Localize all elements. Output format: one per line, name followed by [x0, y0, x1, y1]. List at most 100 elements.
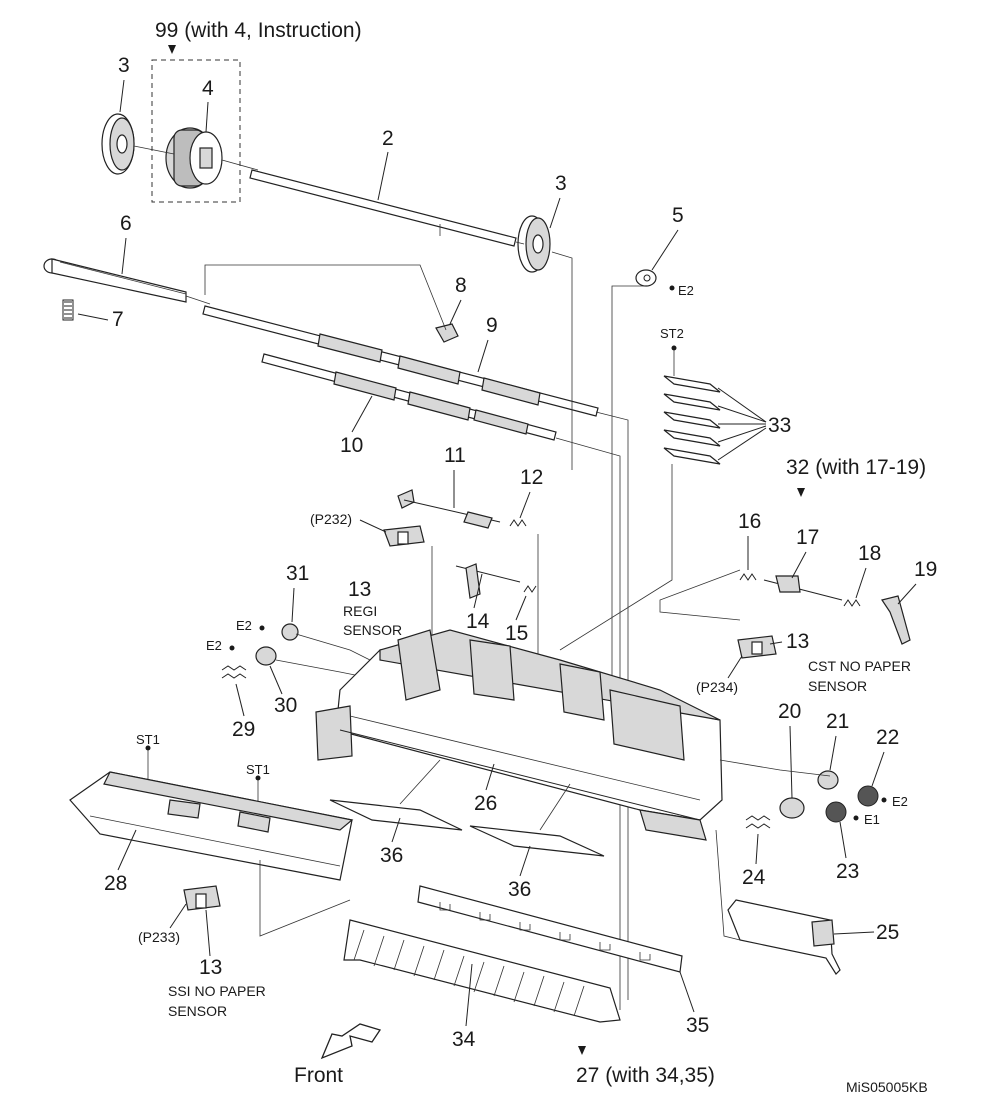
group-27-pointer — [578, 1046, 586, 1055]
part-30-gear — [229, 645, 277, 666]
label-9: 9 — [486, 314, 498, 337]
label-13-ssi: 13 — [199, 956, 222, 979]
label-28: 28 — [104, 872, 127, 895]
label-5: 5 — [672, 204, 684, 227]
label-33: 33 — [768, 414, 791, 437]
label-18: 18 — [858, 542, 881, 565]
label-31: 31 — [286, 562, 309, 585]
connector-p233: (P233) — [138, 929, 180, 945]
part-36-film-right — [469, 825, 605, 857]
clip-e2-31: E2 — [236, 618, 252, 633]
label-23: 23 — [836, 860, 859, 883]
label-8: 8 — [455, 274, 467, 297]
label-24: 24 — [742, 866, 766, 889]
part-13-ssi-sensor — [183, 885, 221, 911]
clip-st1-left: ST1 — [136, 732, 160, 747]
part-20-gear — [779, 797, 805, 819]
part-16-spring — [739, 573, 757, 581]
label-7: 7 — [112, 308, 124, 331]
label-20: 20 — [778, 700, 801, 723]
part-12-spring — [509, 519, 527, 527]
label-36-left: 36 — [380, 844, 403, 867]
group-32-pointer — [797, 488, 805, 497]
group-99-box — [151, 59, 241, 203]
part-11-actuator-shaft — [397, 489, 501, 529]
part-3-roller-left — [101, 113, 135, 175]
front-arrow-icon — [320, 1023, 382, 1060]
label-26: 26 — [474, 792, 497, 815]
part-15-spring — [523, 585, 537, 593]
label-10: 10 — [340, 434, 363, 457]
front-label: Front — [294, 1064, 343, 1087]
group-99-label: 99 (with 4, Instruction) — [155, 19, 362, 42]
part-33-plates — [663, 375, 721, 465]
label-12: 12 — [520, 466, 543, 489]
part-28-guide — [69, 771, 354, 881]
sensor-cst-line2: SENSOR — [808, 678, 867, 694]
group-32-label: 32 (with 17-19) — [786, 456, 926, 479]
clip-e2-5: E2 — [678, 283, 694, 298]
clip-e1-23: E1 — [864, 812, 880, 827]
figure-code: MiS05005KB — [846, 1079, 928, 1095]
part-2-shaft — [249, 169, 517, 247]
label-19: 19 — [914, 558, 937, 581]
part-22-roller — [857, 785, 887, 807]
group-99-pointer — [168, 45, 176, 54]
part-14-actuator — [455, 563, 521, 599]
part-36-film-left — [329, 799, 463, 831]
part-34-chute — [343, 919, 621, 1023]
label-6: 6 — [120, 212, 132, 235]
part-21-bushing — [817, 770, 839, 790]
clip-st1-right: ST1 — [246, 762, 270, 777]
part-6-bar — [43, 258, 187, 303]
group-27-label: 27 (with 34,35) — [576, 1064, 715, 1087]
part-10-shaft — [261, 353, 557, 441]
label-22: 22 — [876, 726, 899, 749]
label-11: 11 — [444, 444, 466, 467]
part-26-frame — [315, 629, 723, 841]
part-17-shaft — [763, 575, 843, 601]
label-4: 4 — [202, 77, 214, 100]
part-13-regi-sensor — [383, 525, 425, 547]
part-31-bushing — [259, 623, 299, 641]
part-7-spring — [62, 299, 74, 321]
sensor-ssi-line2: SENSOR — [168, 1003, 227, 1019]
part-9-shaft — [202, 305, 599, 417]
label-21: 21 — [826, 710, 849, 733]
clip-e2-30: E2 — [206, 638, 222, 653]
part-19-lever — [881, 595, 911, 645]
label-35: 35 — [686, 1014, 709, 1037]
label-15: 15 — [505, 622, 528, 645]
connector-p232: (P232) — [310, 511, 352, 527]
connector-p234: (P234) — [696, 679, 738, 695]
part-23-roller — [825, 801, 859, 823]
label-3-right: 3 — [555, 172, 567, 195]
label-2: 2 — [382, 127, 394, 150]
label-30: 30 — [274, 694, 297, 717]
part-8-holder — [435, 323, 459, 343]
label-3-left: 3 — [118, 54, 130, 77]
part-5-bushing — [635, 269, 675, 291]
label-13-cst: 13 — [786, 630, 809, 653]
part-29-spring — [221, 665, 247, 679]
label-25: 25 — [876, 921, 899, 944]
label-14: 14 — [466, 610, 490, 633]
part-3-roller-right — [517, 215, 551, 273]
label-29: 29 — [232, 718, 255, 741]
sensor-regi-line1: REGI — [343, 603, 377, 619]
label-17: 17 — [796, 526, 819, 549]
sensor-ssi-line1: SSI NO PAPER — [168, 983, 266, 999]
label-13-regi: 13 — [348, 578, 371, 601]
label-34: 34 — [452, 1028, 476, 1051]
sensor-cst-line1: CST NO PAPER — [808, 658, 911, 674]
part-4-pickup-roller — [165, 127, 223, 189]
part-18-spring — [843, 599, 861, 607]
label-16: 16 — [738, 510, 761, 533]
clip-e2-22: E2 — [892, 794, 908, 809]
part-25-bracket — [727, 899, 841, 975]
part-13-cst-sensor — [737, 635, 777, 659]
clip-st2: ST2 — [660, 326, 684, 341]
sensor-regi-line2: SENSOR — [343, 622, 402, 638]
part-24-spring — [745, 815, 771, 829]
